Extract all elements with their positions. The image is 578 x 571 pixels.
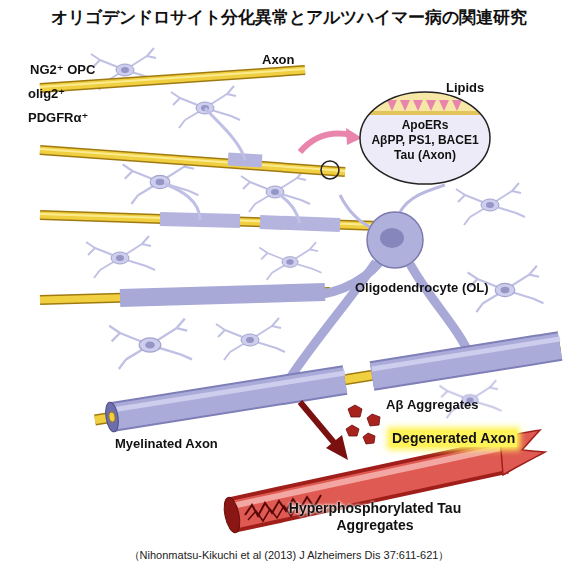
degenerated-axon — [221, 430, 545, 534]
receptor-mark — [426, 100, 436, 111]
axons — [40, 69, 380, 300]
text-label: Aβ Aggregates — [386, 397, 478, 413]
callout-text: AβPP, PS1, BACE1 — [358, 133, 492, 148]
callout-text: Tau (Axon) — [358, 148, 492, 163]
zoom-callout: ApoERsAβPP, PS1, BACE1Tau (Axon) — [358, 90, 492, 186]
zoom-arrow — [300, 128, 362, 152]
progression-arrow — [300, 402, 348, 460]
membrane-line — [358, 111, 492, 115]
text-label: NG2⁺ OPC — [30, 62, 95, 78]
receptor-mark — [452, 100, 462, 111]
diagram-title: オリゴデンドロサイト分化異常とアルツハイマー病の関連研究 — [0, 6, 578, 28]
abeta-aggregates — [346, 405, 380, 444]
callout-texts: ApoERsAβPP, PS1, BACE1Tau (Axon) — [358, 118, 492, 163]
text-label: Myelinated Axon — [115, 436, 218, 452]
text-label: Lipids — [446, 80, 484, 96]
text-label: Axon — [262, 52, 295, 68]
zoom-marker — [321, 161, 339, 179]
callout-text: ApoERs — [358, 118, 492, 133]
myelinated-axon — [95, 339, 560, 433]
text-label: Degenerated Axon — [390, 430, 517, 447]
receptor-mark — [387, 100, 397, 111]
myelin-wraps — [120, 108, 340, 298]
text-label: PDGFRα⁺ — [28, 110, 88, 126]
receptor-mark — [400, 100, 410, 111]
receptor-mark — [439, 100, 449, 111]
text-label: Hyperphosphorylated Tau Aggregates — [285, 500, 465, 534]
text-label: Oligodendrocyte (OL) — [355, 280, 489, 296]
text-label: olig2⁺ — [28, 86, 65, 102]
receptor-mark — [413, 100, 423, 111]
caption: （Nihonmatsu-Kikuchi et al (2013) J Alzhe… — [0, 548, 578, 562]
